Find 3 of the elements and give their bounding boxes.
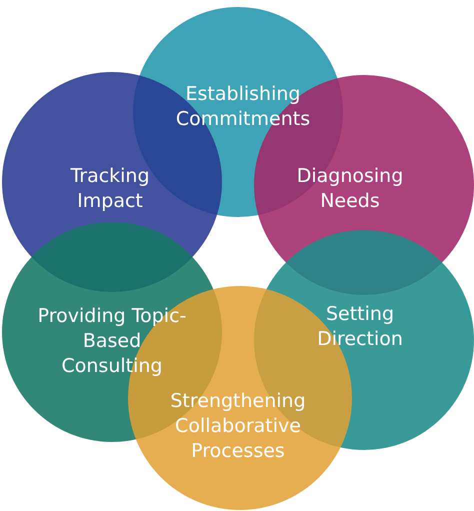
stage-label: Strengthening Collaborative Processes bbox=[169, 389, 307, 464]
stage-label: Tracking Impact bbox=[69, 164, 151, 214]
stage-label: Diagnosing Needs bbox=[296, 164, 404, 214]
